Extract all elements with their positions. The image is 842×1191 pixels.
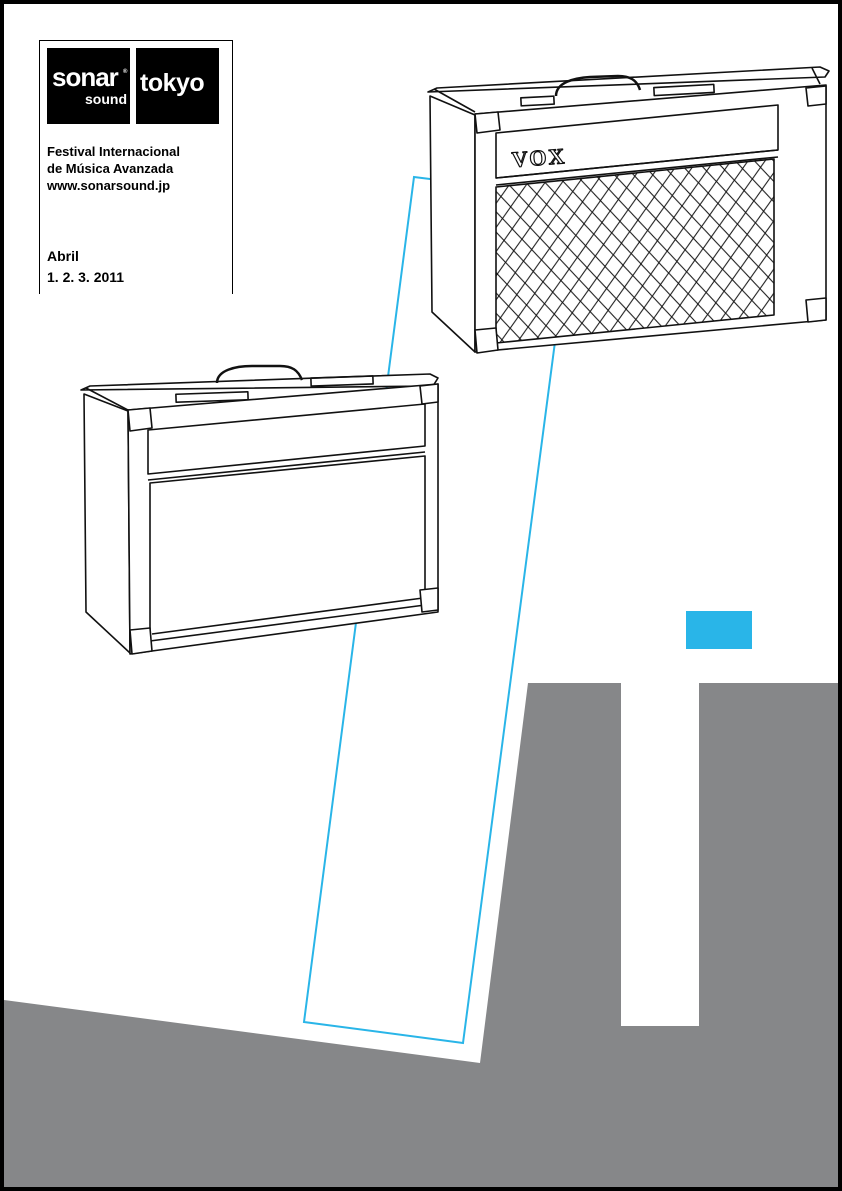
sonar-sound-logo: sonar ® sound xyxy=(47,48,130,124)
logo-sonar-text: sonar xyxy=(52,62,119,92)
plain-amplifier-illustration xyxy=(80,364,439,655)
poster-artwork: VOX xyxy=(4,66,838,1187)
cyan-accent-block xyxy=(686,611,752,649)
tagline-line-1: Festival Internacional xyxy=(47,144,180,159)
sonar-logo-block: sonar ® sound tokyo Festival Internacion… xyxy=(39,40,233,294)
logo-boxes: sonar ® sound tokyo xyxy=(47,48,219,124)
registered-mark: ® xyxy=(123,69,128,75)
festival-tagline: Festival Internacional de Música Avanzad… xyxy=(47,143,180,194)
event-days: 1. 2. 3. 2011 xyxy=(47,269,125,285)
tokyo-logo: tokyo xyxy=(136,48,219,124)
vox-badge-label: VOX xyxy=(511,143,567,172)
website-url: www.sonarsound.jp xyxy=(47,178,171,193)
vox-amplifier-illustration: VOX xyxy=(427,66,830,354)
logo-sound-text: sound xyxy=(85,91,127,107)
event-dates: Abril 1. 2. 3. 2011 xyxy=(47,246,124,288)
event-month: Abril xyxy=(47,248,79,264)
gray-ground-shape xyxy=(4,683,838,1187)
tagline-line-2: de Música Avanzada xyxy=(47,161,174,176)
logo-city-text: tokyo xyxy=(140,69,205,97)
